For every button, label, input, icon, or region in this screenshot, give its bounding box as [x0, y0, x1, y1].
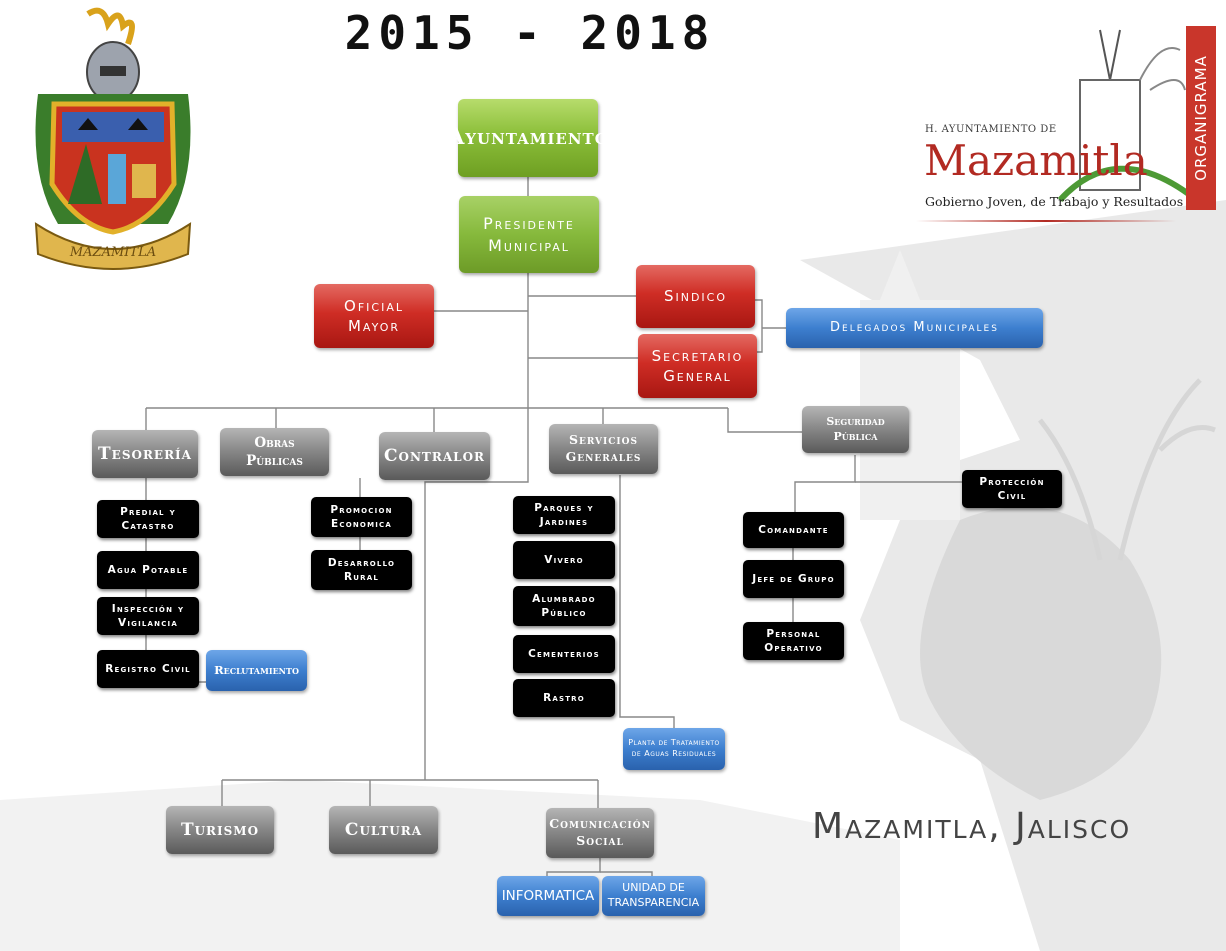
node-parques-label: Parques y Jardines [534, 501, 594, 528]
church-deer-logo-graphic [1057, 29, 1190, 203]
node-comandante: Comandante [743, 512, 844, 548]
node-obras-label: Obras Públicas [246, 434, 303, 469]
node-cementerios: Cementerios [513, 635, 615, 673]
node-personal-label: Personal Operativo [764, 627, 823, 654]
organigrama-tab: ORGANIGRAMA [1186, 26, 1216, 210]
node-cultura-label: Cultura [344, 819, 423, 840]
node-comunicacion: Comunicación Social [546, 808, 654, 858]
node-predial: Predial y Catastro [97, 500, 199, 538]
node-contralor-label: Contralor [383, 445, 486, 466]
node-tesoreria-label: Tesorería [98, 443, 192, 464]
node-tesoreria: Tesorería [92, 430, 198, 478]
node-reclutamiento: Reclutamiento [206, 650, 307, 691]
node-secretario-label: Secretario General [651, 346, 744, 385]
node-agua: Agua Potable [97, 551, 199, 589]
node-contralor: Contralor [379, 432, 490, 480]
node-comandante-label: Comandante [758, 523, 829, 536]
node-informatica-label: INFORMATICA [501, 887, 595, 904]
node-presidente: Presidente Municipal [459, 196, 599, 273]
node-jefe: Jefe de Grupo [743, 560, 844, 598]
node-oficial-mayor-label: Oficial Mayor [344, 296, 404, 335]
node-alumbrado: Alumbrado Público [513, 586, 615, 626]
node-proteccion: Protección Civil [962, 470, 1062, 508]
node-secretario: Secretario General [638, 334, 757, 398]
organigrama-label: ORGANIGRAMA [1192, 55, 1211, 181]
node-inspeccion: Inspección y Vigilancia [97, 597, 199, 635]
node-servicios-label: Servicios Generales [565, 432, 642, 464]
node-registro: Registro Civil [97, 650, 199, 688]
node-promocion-label: Promocion Economica [330, 503, 393, 530]
node-sindico: Sindico [636, 265, 755, 328]
node-comunicacion-label: Comunicación Social [549, 816, 651, 848]
node-delegados: Delegados Municipales [786, 308, 1043, 348]
node-obras: Obras Públicas [220, 428, 329, 476]
node-predial-label: Predial y Catastro [120, 505, 176, 532]
node-vivero-label: Vivero [544, 553, 584, 566]
node-proteccion-label: Protección Civil [979, 475, 1045, 502]
node-transparencia-label: Unidad de Transparencia [607, 881, 700, 909]
logo-name: Mazamitla [924, 136, 1148, 185]
logo-top-line: H. AYUNTAMIENTO DE [925, 124, 1057, 135]
node-presidente-label: Presidente Municipal [483, 213, 575, 255]
node-rastro: Rastro [513, 679, 615, 717]
node-alumbrado-label: Alumbrado Público [532, 592, 596, 619]
node-seguridad-label: Seguridad Pública [826, 414, 885, 443]
node-transparencia: Unidad de Transparencia [602, 876, 705, 916]
node-reclutamiento-label: Reclutamiento [214, 662, 299, 677]
node-desarrollo-label: Desarrollo Rural [327, 556, 396, 583]
node-promocion: Promocion Economica [311, 497, 412, 537]
node-cementerios-label: Cementerios [528, 647, 600, 660]
node-planta-label: Planta de Tratamiento de Aguas Residuale… [628, 738, 720, 758]
node-rastro-label: Rastro [543, 691, 585, 704]
node-informatica: INFORMATICA [497, 876, 599, 916]
node-turismo: Turismo [166, 806, 274, 854]
node-ayuntamiento-label: Ayuntamiento [447, 124, 609, 151]
node-vivero: Vivero [513, 541, 615, 579]
node-servicios: Servicios Generales [549, 424, 658, 474]
municipal-crest: MAZAMITLA [34, 7, 192, 270]
node-jefe-label: Jefe de Grupo [752, 572, 835, 585]
logo-slogan: Gobierno Joven, de Trabajo y Resultados [925, 194, 1184, 209]
footer-location: Mazamitla, Jalisco [812, 806, 1132, 847]
period-title: 2015 - 2018 [344, 6, 716, 60]
node-personal: Personal Operativo [743, 622, 844, 660]
node-agua-label: Agua Potable [107, 563, 189, 576]
node-inspeccion-label: Inspección y Vigilancia [111, 602, 185, 629]
node-sindico-label: Sindico [663, 287, 728, 306]
node-oficial-mayor: Oficial Mayor [314, 284, 434, 348]
logo-divider [916, 220, 1176, 222]
node-cultura: Cultura [329, 806, 438, 854]
node-seguridad: Seguridad Pública [802, 406, 909, 453]
node-parques: Parques y Jardines [513, 496, 615, 534]
node-delegados-label: Delegados Municipales [830, 320, 999, 336]
node-desarrollo: Desarrollo Rural [311, 550, 412, 590]
node-ayuntamiento: Ayuntamiento [447, 99, 608, 177]
node-registro-label: Registro Civil [105, 662, 191, 675]
node-planta: Planta de Tratamiento de Aguas Residuale… [623, 728, 725, 770]
node-turismo-label: Turismo [180, 819, 260, 840]
crest-banner-text: MAZAMITLA [69, 245, 156, 260]
